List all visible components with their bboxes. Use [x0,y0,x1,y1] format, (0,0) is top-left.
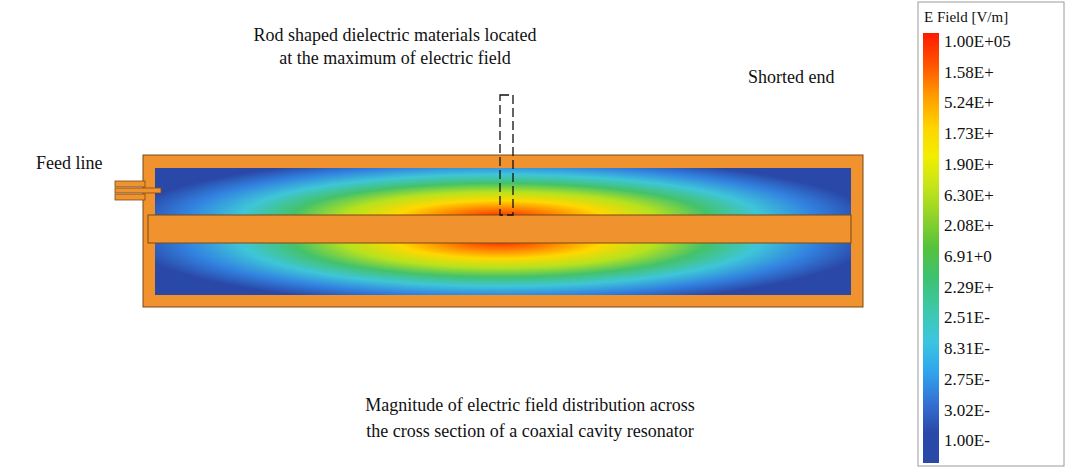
legend-swatch [923,402,939,433]
legend-swatch [923,309,939,340]
legend-title: E Field [V/m] [924,8,1060,27]
legend-value: 1.00E- [944,430,990,451]
legend-swatch [923,156,939,187]
legend-value: 2.51E- [944,307,990,328]
legend-value: 6.91+0 [944,246,992,267]
legend-swatch [923,340,939,371]
legend-swatch [923,187,939,218]
legend-swatch [923,217,939,248]
legend-value: 5.24E+ [944,92,994,113]
field-distribution [155,243,851,295]
legend-value: 3.02E- [944,400,990,421]
legend-value: 1.00E+05 [944,31,1011,52]
legend-value: 2.08E+ [944,215,994,236]
field-distribution [155,168,851,215]
legend-value: 8.31E- [944,338,990,359]
legend-swatch [923,94,939,125]
annotation-label: Rod shaped dielectric materials located … [245,24,545,69]
annotation-label: Feed line [36,152,126,175]
legend-swatch [923,279,939,310]
legend-swatch [923,371,939,402]
legend-swatch [923,432,939,463]
legend-swatch [923,125,939,156]
legend-swatch [923,33,939,64]
inner-conductor [148,215,851,243]
feed-line [115,181,145,187]
legend-value: 1.90E+ [944,154,994,175]
legend-value: 1.73E+ [944,123,994,144]
legend-value: 1.58E+ [944,62,994,83]
legend-value: 6.30E+ [944,185,994,206]
legend-value: 2.29E+ [944,277,994,298]
legend-frame [918,2,1064,466]
dielectric-rod [500,95,513,215]
annotation-label: Shorted end [748,66,868,89]
legend-swatch [923,64,939,95]
figure-caption: Magnitude of electric field distribution… [362,392,698,444]
legend-value: 2.75E- [944,369,990,390]
feed-pin [115,188,161,193]
legend-swatch [923,248,939,279]
feed-line [115,194,145,200]
